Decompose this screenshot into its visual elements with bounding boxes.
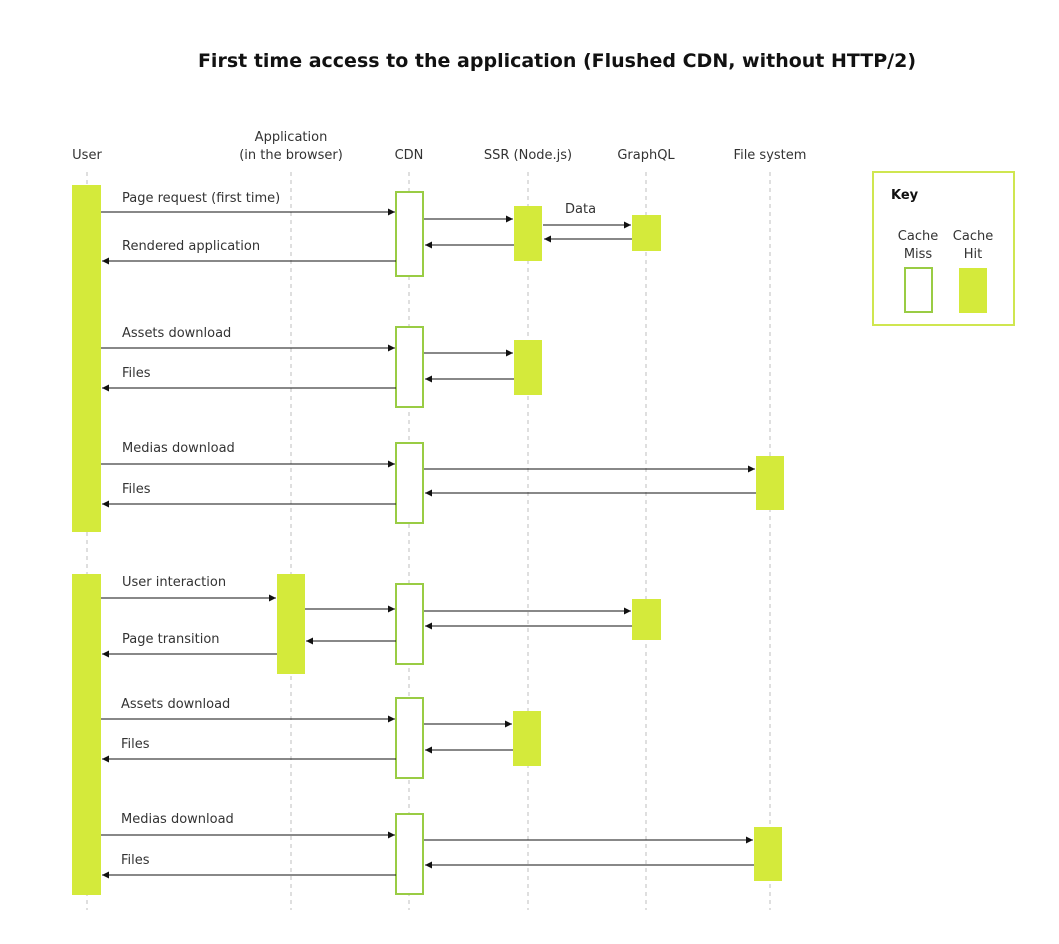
participant-file-system-label: File system [734,148,807,163]
key-cache-miss-label: Cache [898,229,938,244]
message-label-medias-download: Medias download [121,812,234,827]
message-label-files: Files [121,853,150,868]
cdn-cache-miss-box [395,697,424,779]
graphql-activation-bar [632,599,661,640]
message-label-files: Files [121,737,150,752]
message-label-assets-download: Assets download [122,326,231,341]
cdn-cache-miss-box [395,813,424,895]
key-title: Key [891,188,919,203]
participant-user-label: User [72,148,102,163]
graphql-activation-bar [632,215,661,251]
key-cache-hit-label: Cache [953,229,993,244]
message-label-page-transition: Page transition [122,632,220,647]
ssr-activation-bar [513,711,541,766]
cdn-cache-miss-box [395,583,424,665]
ssr-activation-bar [514,340,542,395]
cdn-cache-miss-box [395,326,424,408]
message-label-medias-download: Medias download [122,441,235,456]
participant-application-label: Application [255,130,328,145]
cdn-cache-miss-box [395,191,424,277]
message-label-rendered-application: Rendered application [122,239,260,254]
ssr-activation-bar [514,206,542,261]
key-cache-hit-swatch [959,268,987,313]
message-label-data: Data [565,202,596,217]
message-label-files: Files [122,366,151,381]
application-activation-bar [277,574,305,674]
file-system-activation-bar [754,827,782,881]
message-label-user-interaction: User interaction [122,575,226,590]
key-cache-miss-sublabel: Miss [904,247,933,262]
key-border [872,171,1015,326]
key-cache-miss-swatch [904,267,933,313]
participant-ssr-label: SSR (Node.js) [484,148,572,163]
message-label-assets-download: Assets download [121,697,230,712]
key-cache-hit-sublabel: Hit [964,247,982,262]
file-system-activation-bar [756,456,784,510]
participant-application-sublabel: (in the browser) [239,148,343,163]
message-label-page-request: Page request (first time) [122,191,280,206]
message-label-files: Files [122,482,151,497]
cdn-cache-miss-box [395,442,424,524]
user-activation-bar-2 [72,574,101,895]
participant-graphql-label: GraphQL [617,148,675,163]
key-legend: Key Cache Miss Cache Hit [872,171,1015,326]
diagram-title: First time access to the application (Fl… [198,50,916,72]
user-activation-bar-1 [72,185,101,532]
participant-cdn-label: CDN [395,148,424,163]
